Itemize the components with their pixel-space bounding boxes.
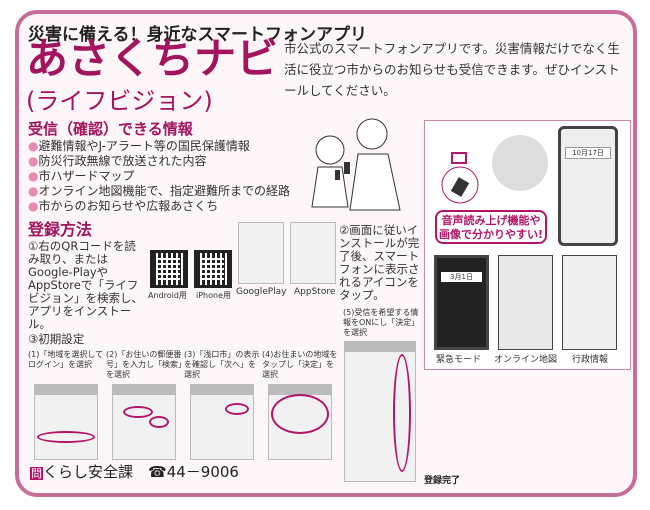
home-screen-image: 10月17日 [558,126,618,246]
setup-screens [28,384,338,460]
list-item: 市からのお知らせや広報あさくち [28,199,290,214]
emergency-date: 3月1日 [441,272,482,282]
emergency-screen-image: 3月1日 [434,255,489,350]
phone-number: ☎44－9006 [148,463,239,481]
setup-screen-4 [268,384,332,460]
qr-android[interactable] [150,250,188,288]
googleplay-label: GooglePlay [236,287,287,297]
setup-screen-1 [34,384,98,460]
info-list: 避難情報やJ-アラート等の国民保護情報 防災行政無線で放送された内容 市ハザード… [28,139,290,214]
substep-captions: (1)「地域を選択してログイン」を選択 (2)「お住いの郵便番号」を入力し「検索… [28,350,338,380]
feature-bubble: 音声読み上げ機能や画像で分かりやすい! [435,210,547,244]
googleplay-screen-image [238,222,284,284]
kicker: 災害に備える！身近なスマートフォンアプリ [28,25,367,45]
description: 市公式のスマートフォンアプリです。災害情報だけでなく生活に役立つ市からのお知らせ… [284,41,620,98]
list-item: 避難情報やJ-アラート等の国民保護情報 [28,139,290,154]
highlight-ring [225,402,249,415]
substep-4: (4)お住まいの地域をタップし「決定」を選択 [262,350,338,379]
appstore-screen-image [290,222,336,284]
app-subtitle: (ライフビジョン) [26,87,213,115]
list-item: 市ハザードマップ [28,169,290,184]
map-screen-image [498,255,553,350]
qr-iphone-label: iPhone用 [196,291,232,300]
highlight-ring [393,354,411,472]
list-item: 防災行政無線で放送された内容 [28,154,290,169]
appstore-label: AppStore [294,287,336,297]
highlight-ring [149,416,169,429]
inquiry-mark: 問 [30,467,43,480]
register-heading: 登録方法 [28,220,93,239]
app-title: あさくちナビ [26,34,279,83]
substep-3: (3)「浅口市」の表示を確認し「次へ」を選択 [184,350,260,379]
contact-footer: 問くらし安全課 ☎44－9006 [30,463,239,483]
step1-text: ①右のQRコードを読み取り、またはGoogle-PlayやAppStoreで「ラ… [28,239,143,331]
setup-screen-3 [190,384,254,460]
info-heading: 受信（確認）できる情報 [28,120,193,138]
setup-screen-5 [344,341,416,482]
list-item: オンライン地図機能で、指定避難所までの経路 [28,184,290,199]
substep-2: (2)「お住いの郵便番号」を入力し「検索」を選択 [106,350,182,379]
screen-date: 10月17日 [565,147,611,159]
qr-iphone[interactable] [194,250,232,288]
highlight-ring [37,430,95,443]
highlight-ring [271,393,329,434]
label-map: オンライン地図 [494,355,558,365]
label-admin: 行政情報 [572,355,609,365]
step2-text: ②画面に従いインストールが完了後、スマートフォンに表示されるアイコンをタップ。 [339,223,420,302]
highlight-ring [123,405,153,418]
step3-heading: ③初期設定 [28,332,85,346]
setup-screen-2 [112,384,176,460]
substep-5: (5)受信を希望する情報をONにし「決定」を選択 [343,308,419,337]
registration-complete: 登録完了 [424,476,461,486]
qr-android-label: Android用 [148,291,187,300]
family-illustration [311,118,401,211]
label-emergency: 緊急モード [436,355,482,365]
setup-steps: ①右のQRコードを読み取り、またはGoogle-PlayやAppStoreで「ラ… [28,240,338,460]
speaker-illustration [441,135,548,204]
admin-screen-image [562,255,617,350]
department: くらし安全課 [43,463,134,481]
substep-1: (1)「地域を選択してログイン」を選択 [28,350,104,369]
